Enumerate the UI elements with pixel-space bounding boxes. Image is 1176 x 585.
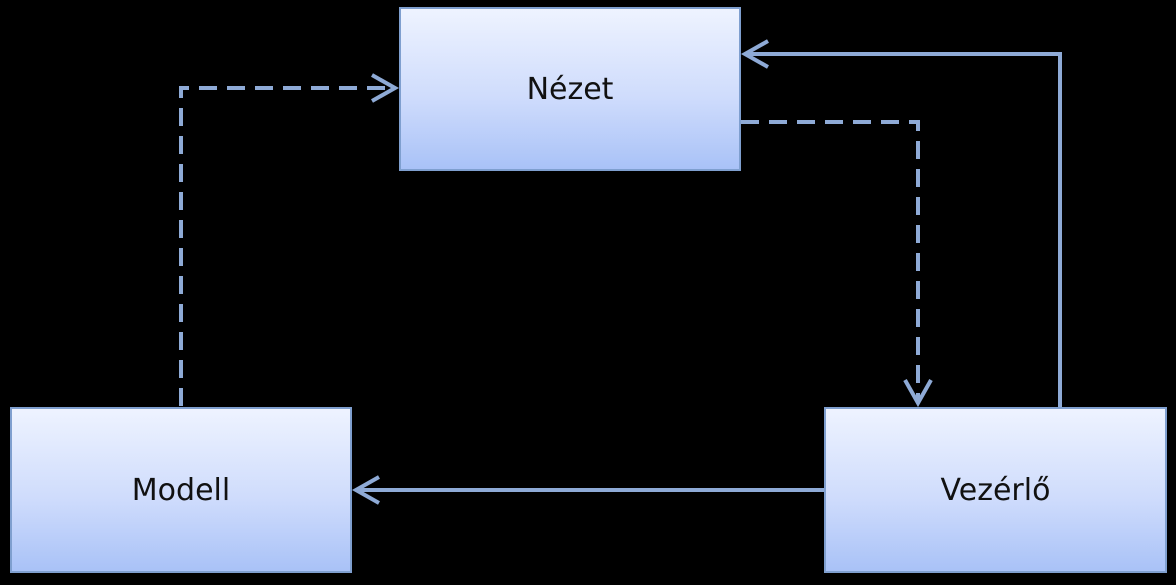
edge-vezerlo-to-modell-arrowhead <box>351 475 380 505</box>
node-vezerlo: Vezérlő <box>824 407 1167 573</box>
edge-modell-to-nezet-line <box>179 86 394 406</box>
edge-vezerlo-to-modell <box>351 475 824 505</box>
node-nezet-label: Nézet <box>526 71 614 107</box>
edge-vezerlo-to-nezet-line <box>746 52 1062 407</box>
edge-nezet-to-vezerlo-line <box>741 120 920 402</box>
node-modell: Modell <box>10 407 352 573</box>
edge-nezet-to-vezerlo <box>741 120 933 408</box>
edge-modell-to-nezet <box>179 73 400 406</box>
edge-vezerlo-to-nezet-arrowhead <box>740 39 769 69</box>
edge-vezerlo-to-nezet <box>740 39 1062 407</box>
node-vezerlo-label: Vezérlő <box>940 472 1051 508</box>
edge-nezet-to-vezerlo-arrowhead <box>903 379 933 408</box>
edge-modell-to-nezet-arrowhead <box>371 73 400 103</box>
node-nezet: Nézet <box>399 7 741 171</box>
node-modell-label: Modell <box>131 472 231 508</box>
